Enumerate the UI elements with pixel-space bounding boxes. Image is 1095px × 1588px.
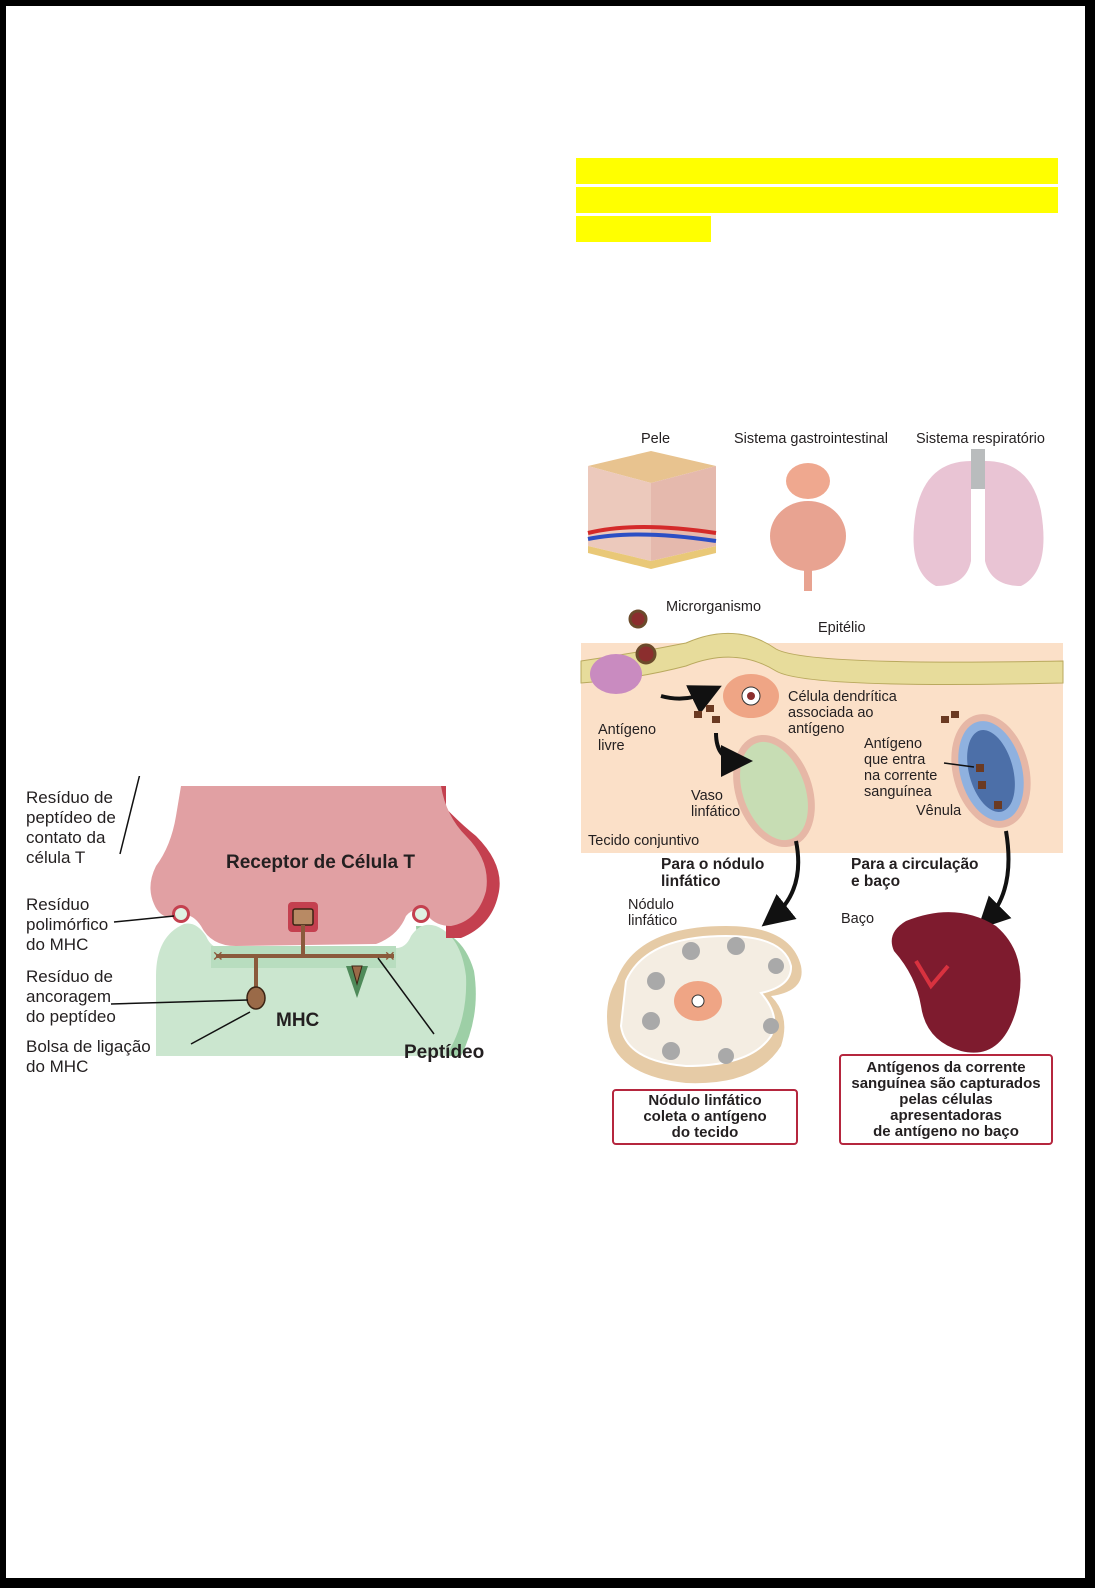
free-antigen bbox=[941, 716, 949, 723]
free-antigen bbox=[706, 705, 714, 712]
label-polymorphic-residue: Resíduo polimórfico do MHC bbox=[26, 895, 109, 954]
highlight-bar-1 bbox=[576, 158, 1058, 184]
label-peptide: Peptídeo bbox=[404, 1042, 485, 1063]
tcr-contact-residue bbox=[292, 908, 314, 926]
anchor-residue bbox=[246, 986, 266, 1010]
label-mhc: MHC bbox=[276, 1010, 320, 1031]
epithelium bbox=[580, 632, 1064, 685]
leader-anchor bbox=[110, 999, 249, 1005]
label-to-lymph-node: Para o nódulo linfático bbox=[661, 856, 765, 890]
leader-peptide bbox=[377, 957, 435, 1035]
blood-antigen bbox=[978, 781, 986, 789]
label-connective-tissue: Tecido conjuntivo bbox=[588, 833, 700, 849]
document-page: ✕ ✕ Resíduo de peptídeo de contato da cé… bbox=[6, 6, 1085, 1578]
label-antigen-blood: Antígeno que entra na corrente sanguínea bbox=[864, 736, 938, 800]
migration-arrow bbox=[660, 685, 722, 715]
blood-antigen bbox=[994, 801, 1002, 809]
tcr-mhc-figure: ✕ ✕ Resíduo de peptídeo de contato da cé… bbox=[6, 776, 526, 1086]
label-spleen: Baço bbox=[841, 911, 875, 927]
organ-label-gi: Sistema gastrointestinal bbox=[734, 431, 888, 447]
peptide-side-chain bbox=[351, 965, 363, 986]
antigen-capture-illustration bbox=[580, 449, 1064, 1084]
blood-antigen bbox=[976, 764, 984, 772]
to-lymph-vessel-arrow bbox=[714, 732, 753, 777]
label-tcr: Receptor de Célula T bbox=[226, 852, 415, 873]
microorganism bbox=[628, 609, 648, 629]
label-lymph-vessel: Vaso linfático bbox=[691, 788, 741, 820]
antigen-capture-figure: Pele Sistema gastrointestinal Sistema re… bbox=[576, 421, 1066, 1151]
polymorphic-residue-right-inner bbox=[415, 908, 427, 920]
organ-label-skin: Pele bbox=[641, 431, 671, 447]
organ-label-respiratory: Sistema respiratório bbox=[916, 431, 1045, 447]
peptide-c-terminus: ✕ bbox=[384, 948, 396, 964]
label-dendritic-cell: Célula dendrítica associada ao antígeno bbox=[788, 689, 897, 737]
spleen bbox=[891, 912, 1021, 1053]
leader-pocket bbox=[190, 1011, 251, 1045]
skin-illustration bbox=[587, 451, 717, 569]
label-to-circulation: Para a circulação e baço bbox=[851, 856, 979, 890]
callout-lymph-node: Nódulo linfático coleta o antígeno do te… bbox=[612, 1089, 798, 1145]
lungs-illustration bbox=[913, 449, 1044, 586]
label-epithelium: Epitélio bbox=[818, 620, 866, 636]
to-spleen-arrow bbox=[977, 830, 1012, 930]
highlight-bar-2 bbox=[576, 187, 1058, 213]
callout-spleen: Antígenos da corrente sanguínea são capt… bbox=[839, 1054, 1053, 1145]
tcr-mhc-illustration: ✕ ✕ bbox=[110, 776, 500, 1056]
tcr-body bbox=[150, 786, 487, 946]
microorganism bbox=[635, 643, 657, 665]
gi-illustration bbox=[770, 463, 846, 591]
label-anchor-residue: Resíduo de ancoragem do peptídeo bbox=[26, 967, 116, 1026]
to-lymph-node-arrow bbox=[761, 840, 801, 927]
free-antigen bbox=[694, 711, 702, 718]
label-binding-pocket: Bolsa de ligação do MHC bbox=[26, 1037, 151, 1076]
polymorphic-residue-left-inner bbox=[175, 908, 187, 920]
dendritic-cell-immature bbox=[590, 654, 642, 694]
peptide-n-terminus: ✕ bbox=[212, 948, 224, 964]
label-free-antigen: Antígeno livre bbox=[598, 722, 657, 754]
label-venule: Vênula bbox=[916, 803, 962, 819]
leader-polymorphic bbox=[113, 915, 175, 923]
label-tcr-contact-residue: Resíduo de peptídeo de contato da célula… bbox=[26, 788, 116, 867]
free-antigen bbox=[712, 716, 720, 723]
label-microorganism: Microrganismo bbox=[666, 599, 762, 615]
free-antigen bbox=[951, 711, 959, 718]
label-lymph-node: Nódulo linfático bbox=[628, 897, 678, 929]
highlight-bar-3 bbox=[576, 216, 711, 242]
